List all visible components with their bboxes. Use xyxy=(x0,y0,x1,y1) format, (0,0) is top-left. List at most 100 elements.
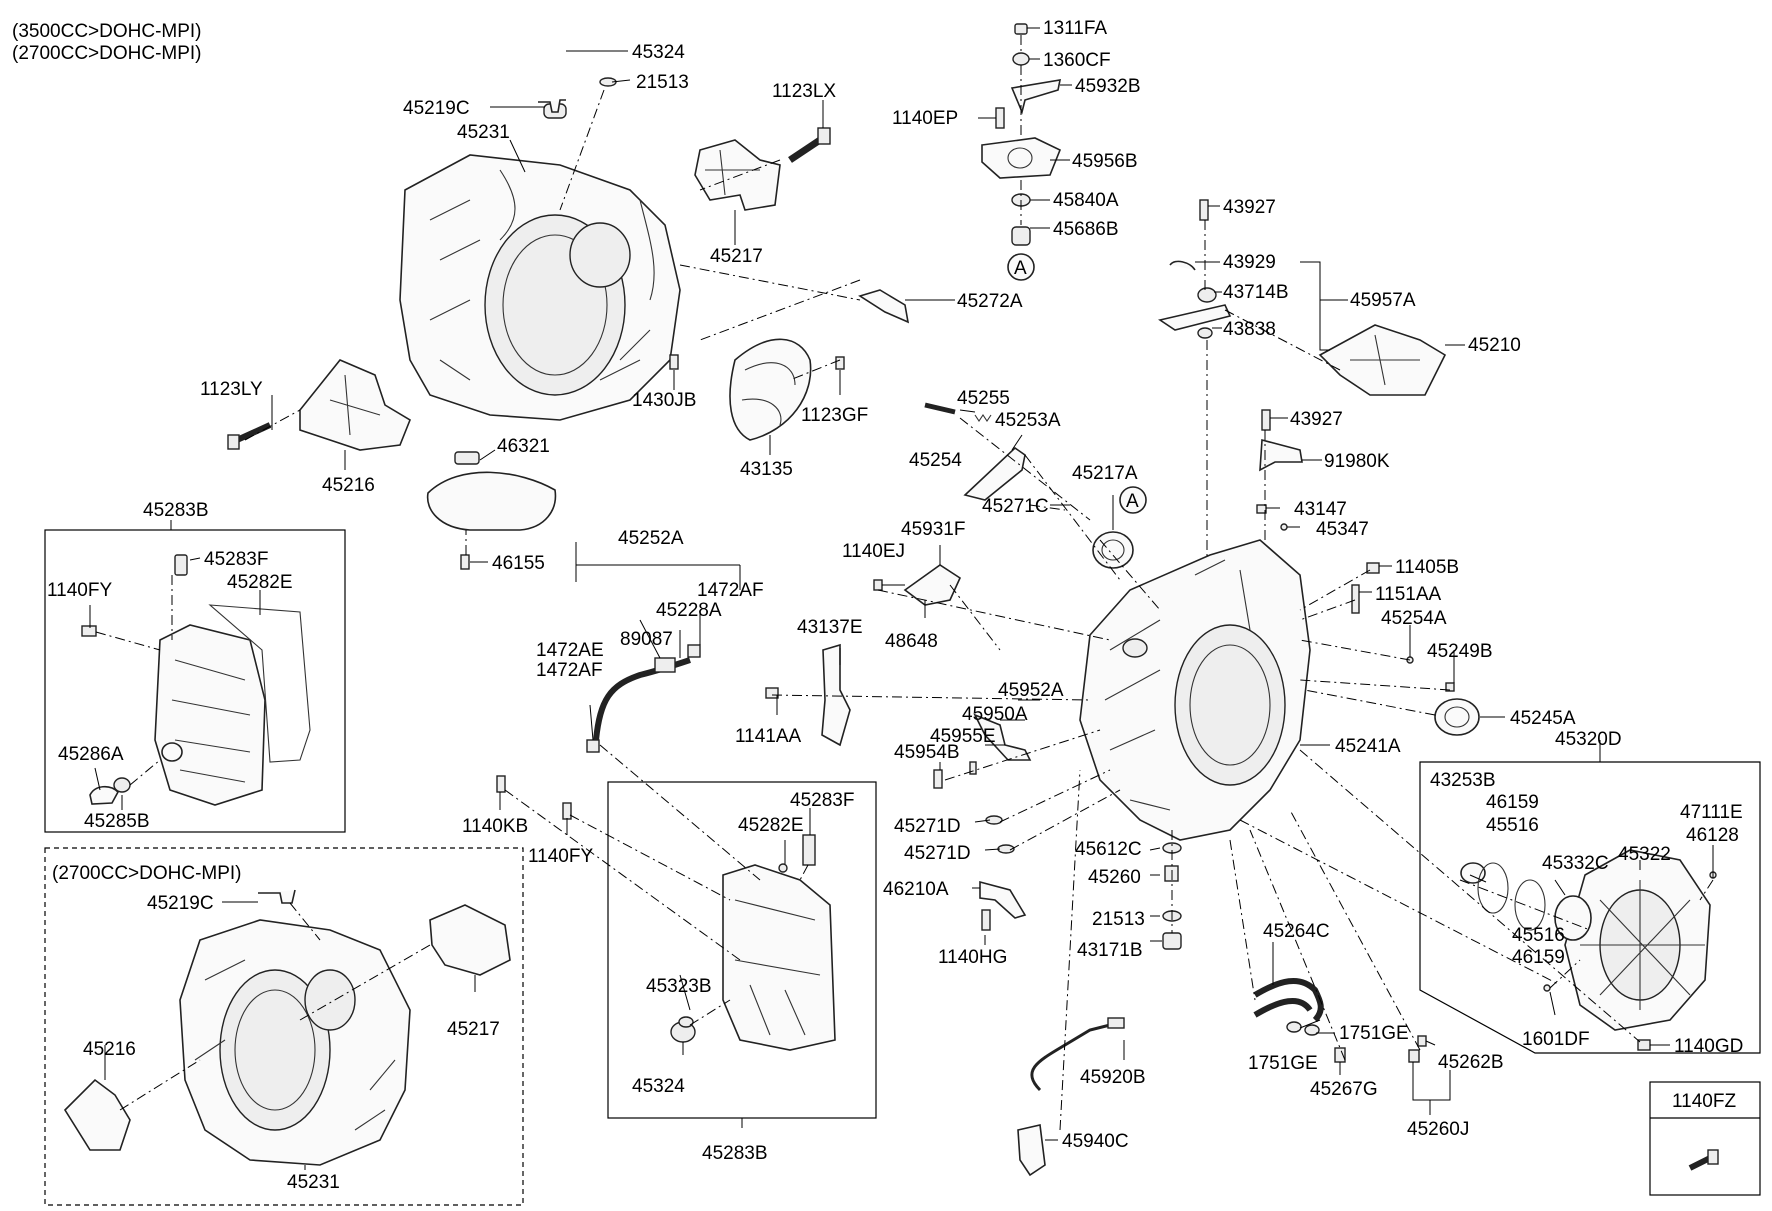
label-43838: 43838 xyxy=(1223,319,1276,340)
label-1141aa: 1141AA xyxy=(735,726,802,747)
label-45516-b: 45516 xyxy=(1512,925,1565,946)
label-45320d: 45320D xyxy=(1555,729,1622,750)
label-45940c: 45940C xyxy=(1062,1131,1129,1152)
bracket-91980k xyxy=(1259,438,1303,472)
label-1140fy-mid: 1140FY xyxy=(528,846,593,867)
label-45254: 45254 xyxy=(909,450,962,471)
label-1140fy-left: 1140FY xyxy=(47,580,112,601)
oil-seal-45217a xyxy=(1092,531,1134,569)
label-1751ge-b: 1751GE xyxy=(1248,1053,1318,1074)
label-1751ge-a: 1751GE xyxy=(1339,1023,1409,1044)
label-45272a: 45272A xyxy=(957,291,1023,312)
label-45216-inset: 45216 xyxy=(83,1039,136,1060)
label-47111e: 47111E xyxy=(1680,802,1743,823)
label-1430jb: 1430JB xyxy=(632,390,696,411)
bracket-45931f xyxy=(903,564,962,606)
label-45271d-a: 45271D xyxy=(894,816,961,837)
lever-45253a xyxy=(963,446,1026,501)
label-43135: 43135 xyxy=(740,459,793,480)
strainer-46321 xyxy=(426,451,557,531)
pin-1151aa xyxy=(1351,584,1360,614)
bolt-46155 xyxy=(460,554,470,570)
bolt-1123gf xyxy=(835,356,845,370)
bolt-1140fz-box xyxy=(1649,1081,1761,1196)
callout-a-top-label: A xyxy=(1014,258,1027,279)
label-45920b: 45920B xyxy=(1080,1067,1146,1088)
breather-hose-45252a xyxy=(586,644,701,753)
label-45249b: 45249B xyxy=(1427,641,1493,662)
callout-a-mid-label: A xyxy=(1126,491,1139,512)
label-45840a: 45840A xyxy=(1053,190,1119,211)
valve-body-cover-middle xyxy=(670,834,836,1051)
installation-dashed-lines xyxy=(95,35,1714,1131)
label-45228a: 45228A xyxy=(656,600,722,621)
clip-45271d-a xyxy=(985,815,1003,825)
bolt-1140ej xyxy=(873,579,883,591)
bolt-1140hg xyxy=(981,909,991,931)
label-45322: 45322 xyxy=(1618,844,1671,865)
label-45957a: 45957A xyxy=(1350,290,1416,311)
transaxle-case-45241a xyxy=(1079,539,1311,841)
bolt-45954b xyxy=(933,769,943,789)
label-45264c: 45264C xyxy=(1263,921,1330,942)
label-46210a: 46210A xyxy=(883,879,949,900)
label-45282e-left: 45282E xyxy=(227,572,293,593)
label-1472af-a: 1472AF xyxy=(697,580,764,601)
callout-marker-a-top: A xyxy=(1007,253,1035,281)
label-43929: 43929 xyxy=(1223,252,1276,273)
label-89087: 89087 xyxy=(620,629,673,650)
label-45260j: 45260J xyxy=(1407,1119,1469,1140)
label-1140hg: 1140HG xyxy=(938,947,1007,968)
plug-45249b xyxy=(1445,682,1455,692)
inset-variant-header: (2700CC>DOHC-MPI) xyxy=(52,863,242,884)
label-1360cf: 1360CF xyxy=(1043,50,1111,71)
label-45686b: 45686B xyxy=(1053,219,1119,240)
mount-bracket-45217 xyxy=(694,139,781,211)
callout-marker-a-mid: A xyxy=(1119,486,1147,514)
label-45219c-inset: 45219C xyxy=(147,893,214,914)
label-45210: 45210 xyxy=(1468,335,1521,356)
inset-2700cc-frame xyxy=(44,847,524,1206)
label-45219c-top: 45219C xyxy=(403,98,470,119)
pin-45955e xyxy=(969,761,977,775)
label-1123ly: 1123LY xyxy=(200,379,263,400)
label-45283f-mid: 45283F xyxy=(790,790,854,811)
label-45262b: 45262B xyxy=(1438,1052,1504,1073)
label-45267g: 45267G xyxy=(1310,1079,1378,1100)
pipe-45264c xyxy=(1253,977,1324,1036)
spring-45255 xyxy=(974,414,992,422)
label-43137e: 43137E xyxy=(797,617,863,638)
label-1601df: 1601DF xyxy=(1522,1029,1590,1050)
label-21513-top: 21513 xyxy=(636,72,689,93)
label-45954b: 45954B xyxy=(894,742,960,763)
label-43147: 43147 xyxy=(1294,499,1347,520)
label-45282e-mid: 45282E xyxy=(738,815,804,836)
label-45612c: 45612C xyxy=(1075,839,1142,860)
o-ring-45516-b xyxy=(1514,879,1546,931)
label-45956b: 45956B xyxy=(1072,151,1138,172)
label-11405b: 11405B xyxy=(1395,557,1459,578)
lever-45950a xyxy=(973,713,1032,761)
engine-variant-header-2: (2700CC>DOHC-MPI) xyxy=(12,43,202,64)
label-43253b: 43253B xyxy=(1430,770,1496,791)
label-1140kb: 1140KB xyxy=(462,816,528,837)
bolt-1140fy-mid xyxy=(562,802,572,820)
label-1140ej: 1140EJ xyxy=(842,541,905,562)
label-45283b-left: 45283B xyxy=(143,500,209,521)
oil-pan-group-frame-left xyxy=(44,529,346,833)
label-1311fa: 1311FA xyxy=(1043,18,1107,39)
clip-45219c-inset xyxy=(258,889,296,904)
label-1140fz: 1140FZ xyxy=(1672,1091,1736,1112)
pin-1430jb xyxy=(669,354,679,370)
pin-1601df xyxy=(1543,984,1551,992)
seal-45332c xyxy=(1554,895,1592,941)
part-number-labels: 45324 21513 45219C 45231 1123LX 45217 45… xyxy=(47,18,1743,1193)
rear-cover-45322 xyxy=(1564,849,1711,1031)
label-45231-inset: 45231 xyxy=(287,1172,340,1193)
label-45324-mid: 45324 xyxy=(632,1076,685,1097)
label-45216-top: 45216 xyxy=(322,475,375,496)
label-45260: 45260 xyxy=(1088,867,1141,888)
inset-converter-housing-45231 xyxy=(179,919,411,1166)
valve-body-cover-left xyxy=(81,554,311,806)
